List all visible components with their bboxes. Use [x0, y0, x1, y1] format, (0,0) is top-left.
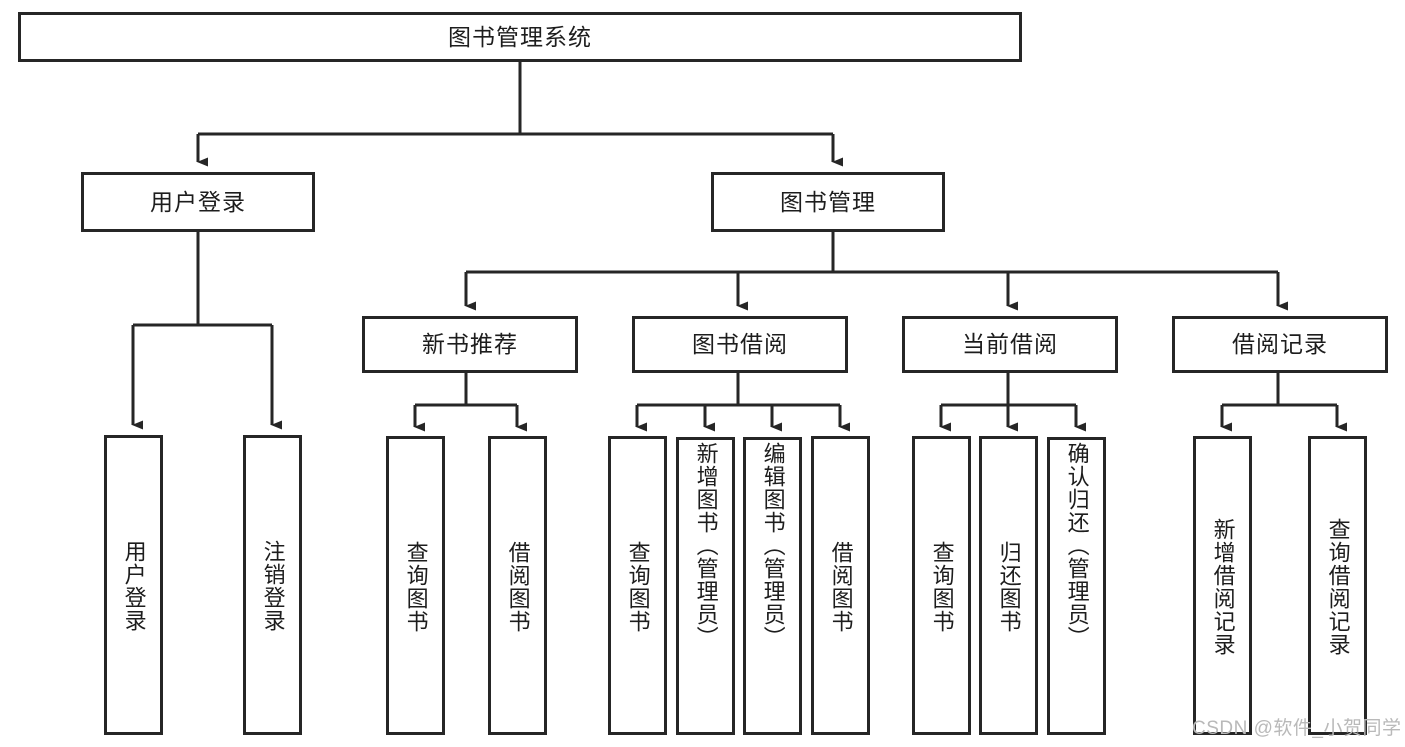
node-current-borrow[interactable]: 当前借阅 — [902, 316, 1118, 373]
leaf-current-confirm-return[interactable]: 确认归还（管理员） — [1047, 437, 1106, 735]
csdn-watermark: CSDN @软件_小贺同学 — [1192, 718, 1402, 739]
leaf-current-query-book[interactable]: 查询图书 — [912, 436, 971, 735]
node-current-borrow-label: 当前借阅 — [962, 331, 1058, 357]
node-book-management[interactable]: 图书管理 — [711, 172, 945, 232]
leaf-current-confirm-return-label: 确认归还（管理员） — [1064, 442, 1090, 649]
leaf-user-login-logout[interactable]: 注销登录 — [243, 435, 302, 735]
leaf-borrow-add-book-label: 新增图书（管理员） — [693, 442, 719, 649]
leaf-borrow-borrow-book[interactable]: 借阅图书 — [811, 436, 870, 735]
leaf-current-return-book[interactable]: 归还图书 — [979, 436, 1038, 735]
node-borrow-record[interactable]: 借阅记录 — [1172, 316, 1388, 373]
leaf-recommend-query-book[interactable]: 查询图书 — [386, 436, 445, 735]
leaf-borrow-query-book-label: 查询图书 — [625, 540, 651, 633]
node-book-borrow[interactable]: 图书借阅 — [632, 316, 848, 373]
leaf-recommend-borrow-book-label: 借阅图书 — [505, 540, 531, 633]
leaf-user-login-login[interactable]: 用户登录 — [104, 435, 163, 735]
node-root-system[interactable]: 图书管理系统 — [18, 12, 1022, 62]
leaf-current-return-book-label: 归还图书 — [996, 540, 1022, 633]
node-borrow-record-label: 借阅记录 — [1232, 331, 1328, 357]
leaf-user-login-logout-label: 注销登录 — [260, 540, 286, 632]
leaf-recommend-borrow-book[interactable]: 借阅图书 — [488, 436, 547, 735]
leaf-record-add-record[interactable]: 新增借阅记录 — [1193, 436, 1252, 735]
leaf-current-query-book-label: 查询图书 — [929, 540, 955, 633]
node-book-borrow-label: 图书借阅 — [692, 331, 788, 357]
leaf-user-login-login-label: 用户登录 — [121, 540, 147, 632]
node-user-login-label: 用户登录 — [150, 188, 246, 215]
node-new-book-recommend[interactable]: 新书推荐 — [362, 316, 578, 373]
leaf-recommend-query-book-label: 查询图书 — [403, 540, 429, 633]
node-book-management-label: 图书管理 — [780, 188, 876, 215]
leaf-borrow-borrow-book-label: 借阅图书 — [828, 540, 854, 633]
leaf-borrow-edit-book-label: 编辑图书（管理员） — [760, 442, 786, 649]
node-user-login[interactable]: 用户登录 — [81, 172, 315, 232]
leaf-borrow-edit-book[interactable]: 编辑图书（管理员） — [743, 437, 802, 735]
leaf-record-query-record[interactable]: 查询借阅记录 — [1308, 436, 1367, 735]
leaf-record-add-record-label: 新增借阅记录 — [1210, 517, 1236, 656]
node-new-book-recommend-label: 新书推荐 — [422, 331, 518, 357]
leaf-record-query-record-label: 查询借阅记录 — [1325, 517, 1351, 656]
node-root-system-label: 图书管理系统 — [448, 23, 592, 50]
leaf-borrow-query-book[interactable]: 查询图书 — [608, 436, 667, 735]
leaf-borrow-add-book[interactable]: 新增图书（管理员） — [676, 437, 735, 735]
